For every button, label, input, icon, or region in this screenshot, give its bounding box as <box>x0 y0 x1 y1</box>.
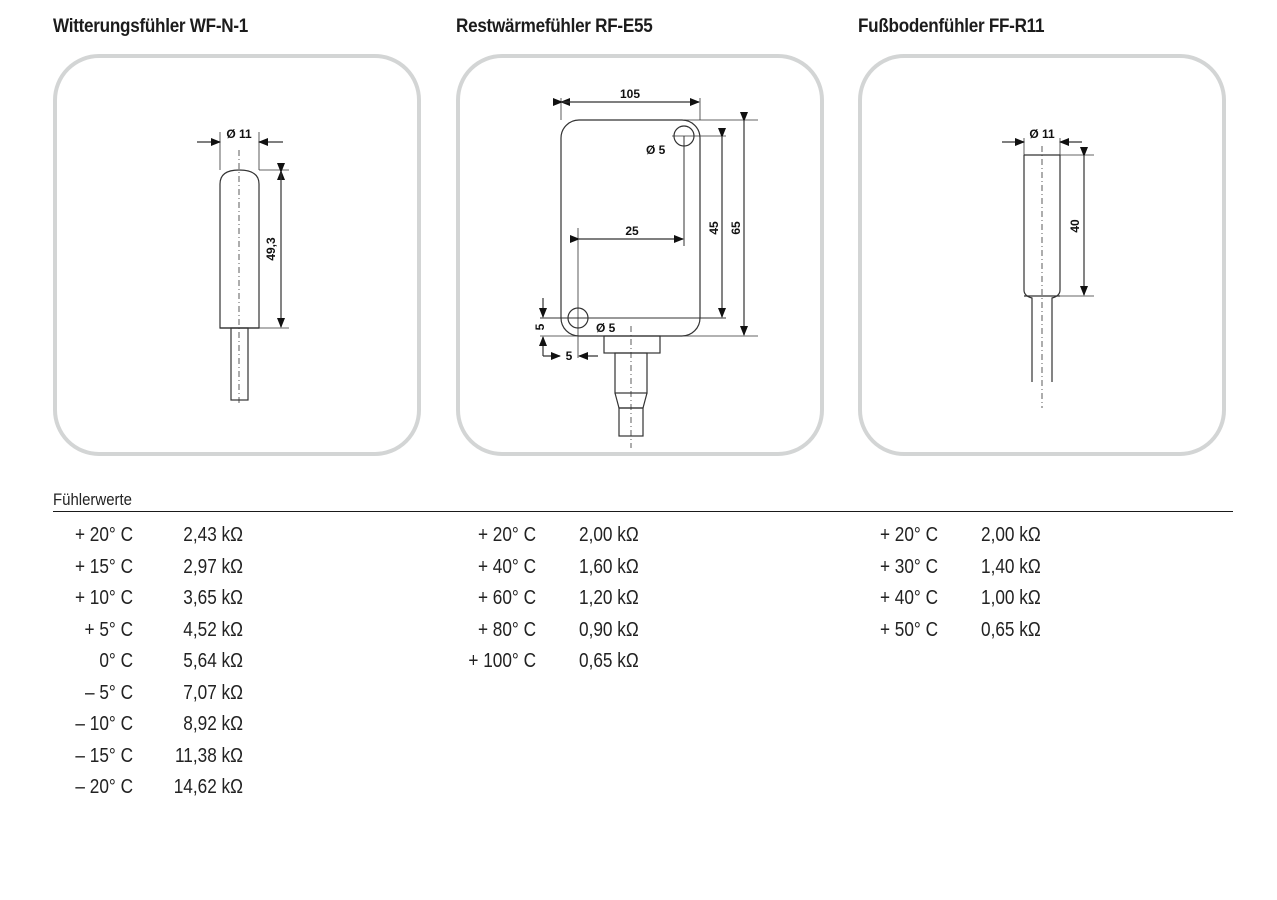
temperature-cell: – 15° C <box>75 744 133 767</box>
temperature-cell: + 30° C <box>879 555 938 578</box>
dimension-length: 40 <box>1068 219 1082 233</box>
technical-drawing-rf-e55: 105 Ø 5 25 45 65 Ø 5 5 5 <box>533 87 758 448</box>
resistance-cell: 0,90 kΩ <box>579 618 639 641</box>
table-row: – 5° C 7,07 kΩ <box>53 678 243 710</box>
dimension-edge-horizontal: 5 <box>566 349 573 363</box>
dimension-offset: 25 <box>625 224 639 238</box>
section-divider <box>53 511 1233 512</box>
section-label-sensor-values: Fühlerwerte <box>53 490 132 509</box>
temperature-cell: + 40° C <box>879 587 938 610</box>
table-row: + 80° C 0,90 kΩ <box>456 615 686 647</box>
resistance-cell: 8,92 kΩ <box>183 713 243 736</box>
sensor-title-ff-r11: Fußbodenfühler FF-R11 <box>858 16 1045 37</box>
technical-drawing-ff-r11: Ø 11 40 <box>1002 127 1094 408</box>
resistance-cell: 3,65 kΩ <box>183 587 243 610</box>
resistance-cell: 1,60 kΩ <box>579 555 639 578</box>
temperature-cell: 0° C <box>99 650 133 673</box>
resistance-cell: 2,43 kΩ <box>183 524 243 547</box>
dimension-height-inner: 45 <box>707 221 721 235</box>
table-row: + 15° C 2,97 kΩ <box>53 552 243 584</box>
values-table-ff-r11: + 20° C 2,00 kΩ + 30° C 1,40 kΩ + 40° C 1,00 … <box>858 520 1088 646</box>
temperature-cell: + 50° C <box>879 618 938 641</box>
table-row: + 40° C 1,00 kΩ <box>858 583 1088 615</box>
resistance-cell: 1,20 kΩ <box>579 587 639 610</box>
dimension-hole-bottom: Ø 5 <box>596 321 616 335</box>
table-row: – 15° C 11,38 kΩ <box>53 741 243 773</box>
sensor-title-wf-n-1: Witterungsfühler WF-N-1 <box>53 16 249 37</box>
resistance-cell: 7,07 kΩ <box>183 681 243 704</box>
resistance-cell: 14,62 kΩ <box>173 776 243 799</box>
temperature-cell: + 40° C <box>477 555 536 578</box>
dimension-length: 49,3 <box>264 237 278 261</box>
resistance-cell: 1,40 kΩ <box>981 555 1041 578</box>
temperature-cell: + 20° C <box>879 524 938 547</box>
drawing-panel-rf-e55: 105 Ø 5 25 45 65 Ø 5 5 5 <box>456 54 824 456</box>
temperature-cell: + 80° C <box>477 618 536 641</box>
temperature-cell: + 100° C <box>468 650 536 673</box>
cable-gland-base <box>603 335 661 354</box>
dimension-diameter: Ø 11 <box>226 127 252 141</box>
table-row: + 20° C 2,00 kΩ <box>858 520 1088 552</box>
dimension-diameter: Ø 11 <box>1029 127 1055 141</box>
dimension-hole-top: Ø 5 <box>646 143 666 157</box>
temperature-cell: + 5° C <box>84 618 133 641</box>
dimension-edge-vertical: 5 <box>533 323 547 330</box>
temperature-cell: + 20° C <box>477 524 536 547</box>
resistance-cell: 2,00 kΩ <box>579 524 639 547</box>
table-row: + 20° C 2,43 kΩ <box>53 520 243 552</box>
temperature-cell: + 20° C <box>74 524 133 547</box>
table-row: – 10° C 8,92 kΩ <box>53 709 243 741</box>
drawing-panel-ff-r11: Ø 11 40 <box>858 54 1226 456</box>
table-row: + 30° C 1,40 kΩ <box>858 552 1088 584</box>
table-row: + 20° C 2,00 kΩ <box>456 520 686 552</box>
temperature-cell: + 15° C <box>74 555 133 578</box>
sensor-body <box>219 169 260 329</box>
table-row: + 10° C 3,65 kΩ <box>53 583 243 615</box>
temperature-cell: + 10° C <box>74 587 133 610</box>
table-row: + 5° C 4,52 kΩ <box>53 615 243 647</box>
dimension-width: 105 <box>620 87 640 101</box>
values-table-wf-n-1: + 20° C 2,43 kΩ + 15° C 2,97 kΩ + 10° C 3,65 … <box>53 520 243 804</box>
resistance-cell: 4,52 kΩ <box>183 618 243 641</box>
sensor-body <box>1023 155 1061 382</box>
temperature-cell: – 5° C <box>85 681 133 704</box>
values-table-rf-e55: + 20° C 2,00 kΩ + 40° C 1,60 kΩ + 60° C 1,20 … <box>456 520 686 678</box>
resistance-cell: 2,97 kΩ <box>183 555 243 578</box>
table-row: – 20° C 14,62 kΩ <box>53 772 243 804</box>
table-row: + 50° C 0,65 kΩ <box>858 615 1088 647</box>
table-row: + 60° C 1,20 kΩ <box>456 583 686 615</box>
temperature-cell: – 10° C <box>75 713 133 736</box>
sensor-stem <box>230 327 249 401</box>
temperature-cell: + 60° C <box>477 587 536 610</box>
table-row: 0° C 5,64 kΩ <box>53 646 243 678</box>
technical-drawing-wf-n-1: Ø 11 49,3 <box>197 127 289 403</box>
temperature-cell: – 20° C <box>75 776 133 799</box>
resistance-cell: 1,00 kΩ <box>981 587 1041 610</box>
resistance-cell: 0,65 kΩ <box>981 618 1041 641</box>
table-row: + 100° C 0,65 kΩ <box>456 646 686 678</box>
table-row: + 40° C 1,60 kΩ <box>456 552 686 584</box>
resistance-cell: 5,64 kΩ <box>183 650 243 673</box>
resistance-cell: 2,00 kΩ <box>981 524 1041 547</box>
sensor-title-rf-e55: Restwärmefühler RF-E55 <box>456 16 653 37</box>
drawing-panel-wf-n-1: Ø 11 49,3 <box>53 54 421 456</box>
resistance-cell: 11,38 kΩ <box>174 744 243 767</box>
dimension-height-outer: 65 <box>729 221 743 235</box>
resistance-cell: 0,65 kΩ <box>579 650 639 673</box>
